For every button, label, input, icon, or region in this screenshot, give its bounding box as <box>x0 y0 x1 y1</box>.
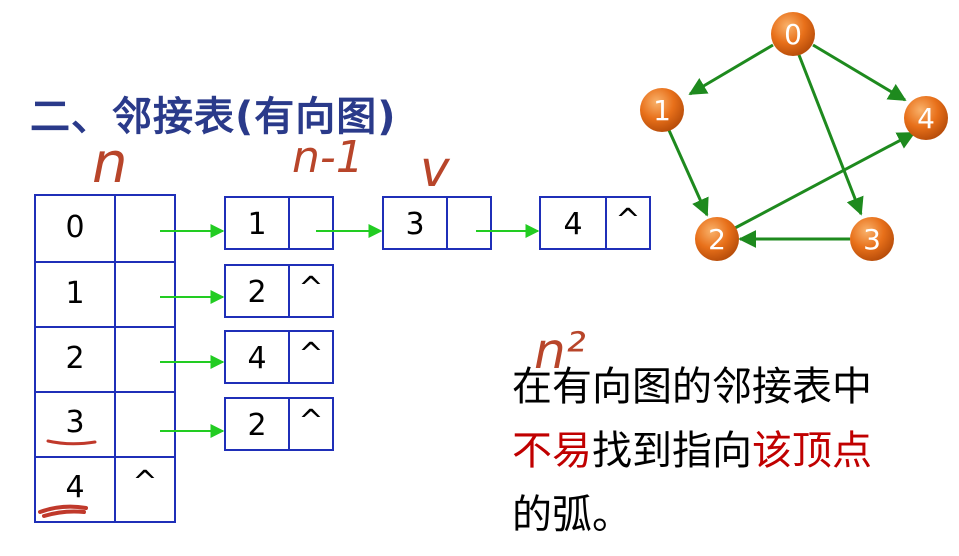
handwritten-marks <box>38 439 97 518</box>
underline-mark-4 <box>38 504 88 518</box>
vertex-cell-0: 0 <box>65 210 84 245</box>
note-line-1: 在有向图的邻接表中 <box>512 364 872 410</box>
graph-node-label-0: 0 <box>784 18 802 51</box>
graph-edge-0-3 <box>797 54 864 216</box>
graph-node-4 <box>904 96 948 140</box>
edge-node-2-0-adj: 4 <box>247 341 266 376</box>
vertex-cell-3: 3 <box>65 405 84 440</box>
edge-node-0-1-adj: 3 <box>405 207 424 242</box>
handwritten-v: v <box>420 140 451 198</box>
graph-edge-0-1 <box>688 43 774 96</box>
vertex-pointer-4: ^ <box>132 465 157 500</box>
handwritten-n-minus-1: n-1 <box>292 132 364 183</box>
graph-node-label-4: 4 <box>917 102 935 135</box>
graph-node-3 <box>850 217 894 261</box>
edge-node-3-0-next: ^ <box>298 404 323 439</box>
vertex-cell-1: 1 <box>65 276 84 311</box>
edge-node-0-0-adj: 1 <box>247 207 266 242</box>
graph-edge-1-2 <box>666 127 709 217</box>
graph-nodes: 0 1 2 3 4 <box>640 12 948 261</box>
handwriting: n n-1 v n² <box>92 131 586 380</box>
note-emphasis-vertex: 该顶点 <box>752 428 872 474</box>
graph-edge-2-4 <box>734 131 916 230</box>
edge-list-nodes <box>224 196 651 451</box>
graph-node-0 <box>771 12 815 56</box>
underline-mark-3 <box>46 439 97 446</box>
note-emphasis-hard: 不易 <box>512 428 592 474</box>
graph-node-2 <box>695 217 739 261</box>
note-line-3: 的弧。 <box>512 492 632 538</box>
note-line-2: 不易找到指向该顶点 <box>512 419 952 483</box>
edge-node-0-2-next: ^ <box>615 203 640 238</box>
graph-node-label-3: 3 <box>863 223 881 256</box>
graph-node-1 <box>640 88 684 132</box>
vertex-table <box>34 194 176 523</box>
handwritten-n: n <box>92 131 128 196</box>
explanation-text: 在有向图的邻接表中 不易找到指向该顶点 的弧。 <box>512 355 952 547</box>
note-find-pointing: 找到指向 <box>592 428 752 474</box>
list-arrows <box>160 224 540 438</box>
edge-node-0-2-adj: 4 <box>563 207 582 242</box>
graph-node-label-2: 2 <box>708 223 726 256</box>
edge-node-2-0-next: ^ <box>298 337 323 372</box>
edge-node-1-0-next: ^ <box>298 271 323 306</box>
graph-edges <box>666 43 916 248</box>
edge-node-3-0-adj: 2 <box>247 408 266 443</box>
edge-node-1-0-adj: 2 <box>247 275 266 310</box>
vertex-cell-4: 4 <box>65 470 84 505</box>
handwritten-n-squared: n² <box>534 322 586 380</box>
vertex-cell-2: 2 <box>65 341 84 376</box>
page-title: 二、邻接表(有向图) <box>30 94 397 140</box>
graph-node-label-1: 1 <box>653 94 671 127</box>
graph-edge-0-4 <box>812 43 907 102</box>
